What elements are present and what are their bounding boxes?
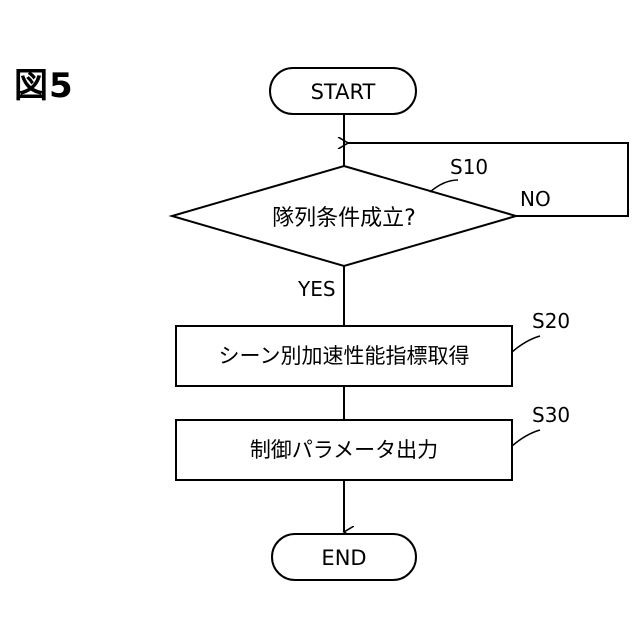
branch-label-no: NO <box>520 187 551 211</box>
process-label-s30: 制御パラメータ出力 <box>250 438 438 462</box>
end-terminal: END <box>272 534 416 580</box>
branch-label-yes: YES <box>297 277 336 301</box>
decision-diamond: 隊列条件成立? <box>172 166 516 266</box>
step-label-s20: S20 <box>532 309 570 333</box>
process-box-s20: シーン別加速性能指標取得 <box>176 326 512 386</box>
end-label: END <box>321 546 366 570</box>
start-label: START <box>311 80 376 104</box>
leader-s30 <box>512 430 540 446</box>
process-label-s20: シーン別加速性能指標取得 <box>219 344 470 368</box>
step-label-s10: S10 <box>450 155 488 179</box>
start-terminal: START <box>270 68 416 114</box>
leader-s10 <box>430 180 458 192</box>
step-label-s30: S30 <box>532 403 570 427</box>
decision-label: 隊列条件成立? <box>272 206 416 231</box>
process-box-s30: 制御パラメータ出力 <box>176 420 512 480</box>
leader-s20 <box>512 336 540 352</box>
